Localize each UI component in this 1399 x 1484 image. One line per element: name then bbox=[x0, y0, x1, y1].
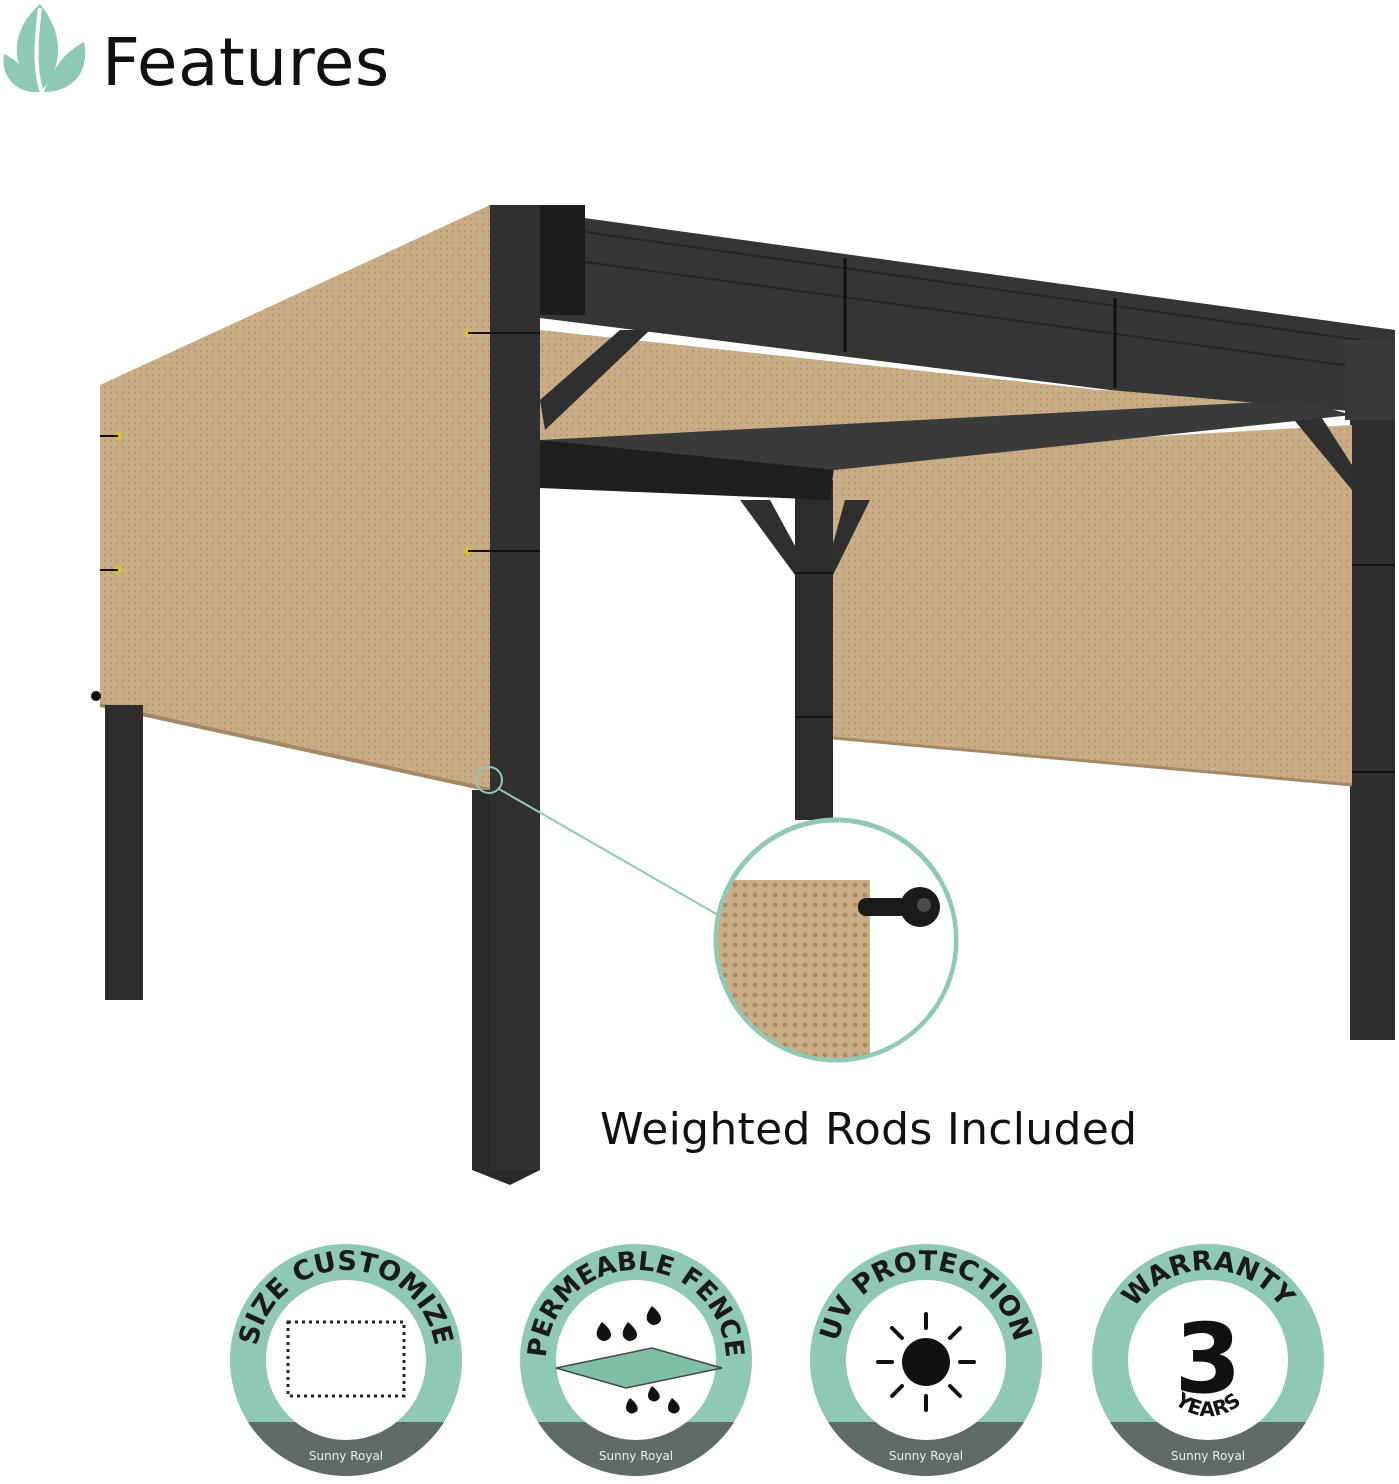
permeable-fence-badge: PERMEABLE FENCE Sunny Royal bbox=[516, 1240, 756, 1480]
warranty-badge: 3 YEARS WARRANTY Sunny Royal bbox=[1088, 1240, 1328, 1480]
warranty-number: 3 bbox=[1175, 1303, 1242, 1415]
left-post bbox=[105, 705, 143, 1000]
callout-caption: Weighted Rods Included bbox=[600, 1104, 1138, 1155]
leaf-logo-icon bbox=[3, 4, 86, 93]
dashed-rectangle-icon bbox=[286, 1320, 406, 1398]
roof-shade bbox=[540, 330, 1352, 455]
header: Features bbox=[0, 0, 600, 110]
size-customize-badge: SIZE CUSTOMIZE Sunny Royal bbox=[226, 1240, 466, 1480]
water-drops-icon bbox=[596, 1306, 680, 1414]
badge-brand: Sunny Royal bbox=[599, 1449, 673, 1463]
right-shade-panel bbox=[833, 425, 1352, 785]
callout-target bbox=[475, 766, 503, 794]
back-right-post bbox=[1350, 340, 1395, 1040]
badge-brand: Sunny Royal bbox=[309, 1449, 383, 1463]
callout-line bbox=[498, 788, 719, 916]
left-shade-panel bbox=[100, 205, 490, 790]
sun-icon bbox=[876, 1312, 976, 1412]
middle-post bbox=[795, 480, 833, 820]
page-title: Features bbox=[102, 24, 390, 101]
badge-brand: Sunny Royal bbox=[1171, 1449, 1245, 1463]
uv-protection-badge: UV PROTECTION Sunny Royal bbox=[806, 1240, 1046, 1480]
pergola-illustration bbox=[91, 205, 1396, 1185]
badge-brand: Sunny Royal bbox=[889, 1449, 963, 1463]
